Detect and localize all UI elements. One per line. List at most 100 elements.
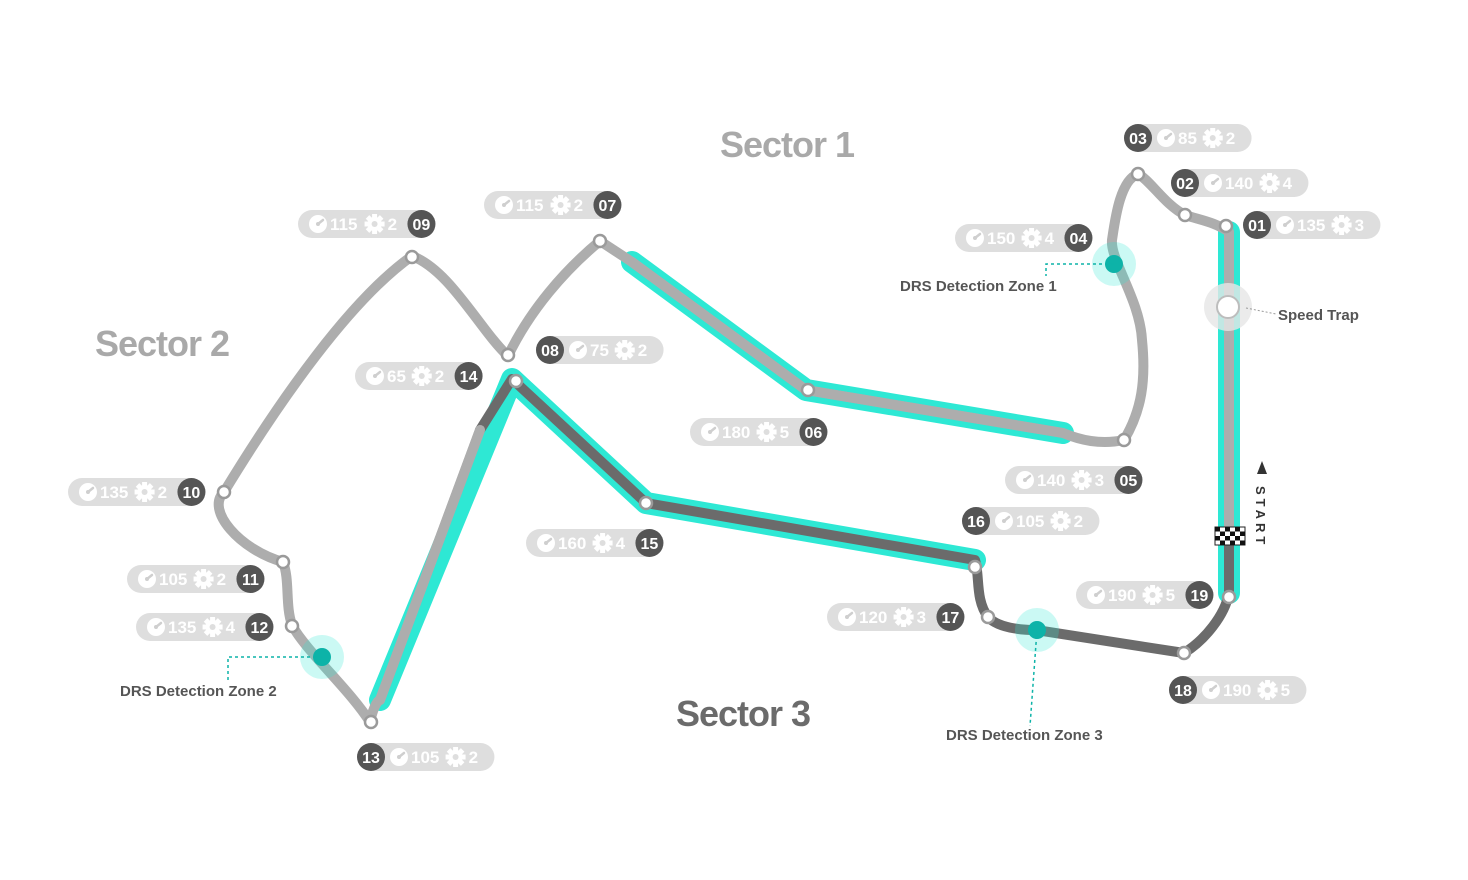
- stopwatch-icon: [79, 483, 97, 501]
- drs-leader-lines: [227, 263, 1114, 727]
- corner-number: 19: [1191, 588, 1209, 605]
- drs-leader-1: [1045, 263, 1114, 276]
- corner-node-07[interactable]: [592, 233, 608, 249]
- corner-gear: 2: [469, 748, 478, 767]
- corner-pill-19[interactable]: 190 5 19: [1076, 581, 1214, 609]
- corner-speed: 135: [168, 618, 196, 637]
- start-label: START: [1253, 486, 1268, 548]
- corner-number: 04: [1070, 231, 1088, 248]
- corner-speed: 85: [1178, 129, 1197, 148]
- gear-icon: [1050, 511, 1071, 531]
- corner-number-badge: [357, 743, 385, 771]
- corner-gear: 2: [574, 196, 583, 215]
- corner-number-badge: [1064, 224, 1093, 252]
- corner-dots: [216, 166, 1237, 730]
- corner-speed: 105: [1016, 512, 1044, 531]
- gear-icon: [364, 214, 385, 234]
- corner-number-badge: [1243, 211, 1271, 239]
- gear-icon: [193, 569, 214, 589]
- corner-node-14[interactable]: [508, 373, 524, 389]
- corner-number: 08: [541, 343, 559, 360]
- stopwatch-icon: [1157, 129, 1175, 147]
- corner-node-13[interactable]: [363, 714, 379, 730]
- corner-speed: 135: [100, 483, 128, 502]
- stopwatch-icon: [309, 215, 327, 233]
- stopwatch-icon: [1202, 681, 1220, 699]
- corner-node-09[interactable]: [404, 249, 420, 265]
- corner-node-15[interactable]: [638, 495, 654, 511]
- corner-pill-09[interactable]: 115 2 09: [298, 210, 436, 238]
- stopwatch-icon: [147, 618, 165, 636]
- corner-speed: 120: [859, 608, 887, 627]
- stopwatch-icon: [1276, 216, 1294, 234]
- corner-number: 02: [1176, 176, 1194, 193]
- corner-number-badge: [1169, 676, 1197, 704]
- corner-node-12[interactable]: [284, 618, 300, 634]
- track-layer: [213, 169, 1234, 727]
- corner-node-03[interactable]: [1130, 166, 1146, 182]
- corner-number-badge: [454, 362, 483, 390]
- corner-gear: 2: [388, 215, 397, 234]
- corner-node-08[interactable]: [500, 347, 516, 363]
- corner-number-badge: [593, 191, 622, 219]
- track-sector3-straight-gray: [375, 425, 485, 705]
- corner-node-10[interactable]: [216, 484, 232, 500]
- stopwatch-icon: [537, 534, 555, 552]
- corner-number: 07: [599, 198, 617, 215]
- gear-icon: [1259, 173, 1280, 193]
- corner-gear: 4: [1045, 229, 1055, 248]
- corner-pill-10[interactable]: 135 2 10: [68, 478, 206, 506]
- corner-number-badge: [936, 603, 965, 631]
- corner-node-11[interactable]: [275, 554, 291, 570]
- stopwatch-icon: [1204, 174, 1222, 192]
- corner-gear: 4: [226, 618, 236, 637]
- speed-trap-marker[interactable]: [1204, 283, 1252, 331]
- gear-icon: [1021, 228, 1042, 248]
- corner-gear: 2: [1226, 129, 1235, 148]
- corner-number: 17: [942, 610, 960, 627]
- corner-node-18[interactable]: [1176, 645, 1192, 661]
- stopwatch-icon: [1016, 471, 1034, 489]
- corner-number-badge: [177, 478, 206, 506]
- corner-node-06[interactable]: [800, 382, 816, 398]
- corner-gear: 5: [1166, 586, 1175, 605]
- gear-icon: [411, 366, 432, 386]
- corner-gear: 2: [435, 367, 444, 386]
- corner-node-01[interactable]: [1218, 218, 1234, 234]
- corner-number: 09: [413, 217, 431, 234]
- corner-gear: 5: [1281, 681, 1290, 700]
- corner-node-02[interactable]: [1177, 207, 1193, 223]
- corner-speed: 190: [1108, 586, 1136, 605]
- corner-speed: 115: [330, 215, 357, 234]
- corner-gear: 2: [158, 483, 167, 502]
- sector-1-label: Sector 1: [720, 124, 855, 165]
- corner-number: 11: [242, 572, 259, 589]
- gear-icon: [550, 195, 571, 215]
- corner-number: 10: [183, 485, 201, 502]
- stopwatch-icon: [138, 570, 156, 588]
- corner-number-badge: [1185, 581, 1214, 609]
- corner-node-19[interactable]: [1221, 589, 1237, 605]
- corner-number-badge: [1114, 466, 1143, 494]
- corner-node-17[interactable]: [980, 609, 996, 625]
- corner-node-16[interactable]: [967, 559, 983, 575]
- corner-node-05[interactable]: [1116, 432, 1132, 448]
- corner-number-badge: [407, 210, 436, 238]
